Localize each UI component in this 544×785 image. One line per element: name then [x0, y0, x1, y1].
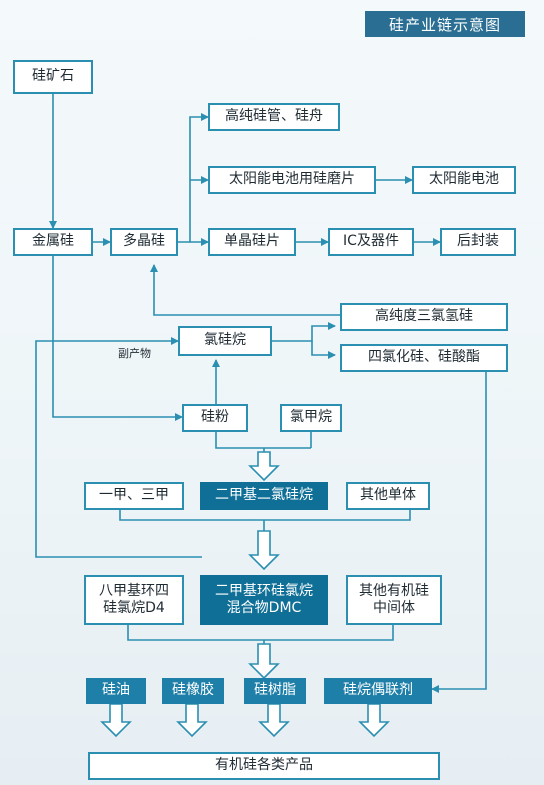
hollow-arrow-rubber [176, 703, 208, 738]
node-mono-wafer: 单晶硅片 [208, 228, 296, 256]
node-sicl4-silicate: 四氯化硅、硅酸酯 [340, 344, 508, 372]
hollow-arrow-resin [258, 703, 290, 738]
hollow-arrow-to-dmds [248, 451, 280, 482]
hollow-arrow-to-products [248, 643, 280, 680]
node-polysilicon: 多晶硅 [110, 228, 178, 256]
node-silicone-resin: 硅树脂 [244, 678, 306, 704]
arrow-sicl4-to-coupling [431, 368, 487, 693]
node-silicon-powder: 硅粉 [182, 404, 248, 432]
node-solar-wafer: 太阳能电池用硅磨片 [208, 166, 376, 194]
node-silicone-oil: 硅油 [86, 678, 146, 704]
node-other-intermediates: 其他有机硅 中间体 [346, 575, 442, 625]
node-metal-silicon: 金属硅 [13, 228, 93, 256]
arrow-trichloro-to-poly [150, 264, 340, 316]
node-mono-tri-methyl: 一甲、三甲 [84, 482, 184, 510]
node-coupling-agent: 硅烷偶联剂 [324, 678, 432, 704]
node-d4: 八甲基环四 硅氯烷D4 [84, 575, 184, 625]
node-silicon-ore: 硅矿石 [13, 60, 93, 94]
arrow-byproduct-to-chloro [35, 337, 202, 558]
node-packaging: 后封装 [440, 228, 516, 256]
hollow-arrow-oil [100, 703, 132, 738]
node-chlorosilane: 氯硅烷 [178, 326, 272, 356]
node-ic-devices: IC及器件 [328, 228, 414, 256]
arrow-chloro-to-sicl4 [311, 341, 336, 359]
node-other-monomers: 其他单体 [346, 482, 430, 510]
hollow-arrow-coupling [358, 703, 390, 738]
hollow-arrow-to-dmc [248, 530, 280, 571]
node-dmc: 二甲基环硅氯烷 混合物DMC [200, 575, 328, 625]
node-silicone-rubber: 硅橡胶 [162, 678, 224, 704]
node-solar-cell: 太阳能电池 [412, 166, 516, 194]
diagram-title: 硅产业链示意图 [365, 11, 525, 37]
node-methyl-chloride: 氯甲烷 [280, 404, 342, 432]
node-dmds: 二甲基二氯硅烷 [200, 482, 328, 510]
node-trichlorosilane: 高纯度三氯氢硅 [340, 303, 508, 331]
arrow-chloro-to-trichloro [272, 322, 336, 342]
arrow-metal-to-powder [52, 256, 183, 421]
byproduct-label: 副产物 [118, 347, 151, 360]
node-final-products: 有机硅各类产品 [88, 752, 440, 780]
node-high-purity-tube: 高纯硅管、硅舟 [208, 103, 340, 131]
